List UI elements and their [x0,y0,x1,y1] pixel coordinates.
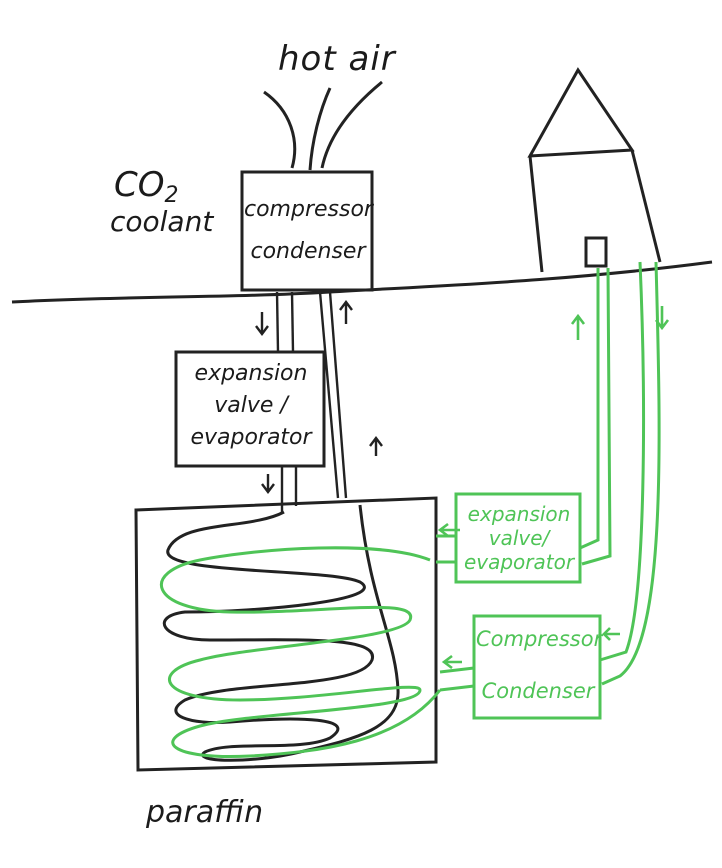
co2-subscript: 2 [164,183,179,208]
top-compressor-line2: condenser [250,238,366,264]
top-expansion-line3: evaporator [190,424,312,450]
black-arrows [255,300,383,494]
down-arrow-icon [255,312,269,336]
top-expansion-line1: expansion [194,361,308,386]
compressor-condenser-box [240,170,374,292]
green-arrows [437,306,670,670]
left-arrow-icon [437,522,460,538]
down-arrow-icon [654,306,670,331]
hot-air-waves [263,80,383,171]
green-expansion-evaporator-box [454,492,582,584]
green-pipes [436,261,661,692]
black-pipes [275,291,348,512]
green-compressor-line2: Condenser [481,679,595,704]
top-compressor-line1: compressor [244,197,373,222]
green-coil [159,546,442,759]
co2-label: CO2 [114,168,179,207]
green-compressor-line1: Compressor [476,627,603,651]
top-compressor-label: compressor condenser [244,196,373,265]
up-arrow-icon [570,313,586,340]
paraffin-tank [134,496,438,772]
green-compressor-label: Compressor Condenser [476,626,603,705]
co2-text: CO [114,165,165,205]
left-arrow-icon [602,627,620,641]
green-expansion-label: expansion valve/ evaporator [458,502,580,574]
green-expansion-line2: valve/ [488,526,550,550]
green-expansion-line3: evaporator [463,550,575,574]
left-arrow-icon [441,654,462,670]
black-coil [162,504,400,762]
paraffin-label: paraffin [146,795,264,830]
green-expansion-line1: expansion [467,502,571,526]
top-expansion-line2: valve / [214,392,288,418]
top-expansion-label: expansion valve / evaporator [178,358,324,454]
down-arrow-icon [261,474,275,494]
coolant-label: coolant [110,205,214,238]
green-compressor-condenser-box [472,614,602,720]
house-icon [527,67,662,273]
up-arrow-icon [339,300,353,324]
expansion-evaporator-box [174,350,326,468]
hot-air-label: hot air [278,39,396,79]
up-arrow-icon [369,436,383,456]
